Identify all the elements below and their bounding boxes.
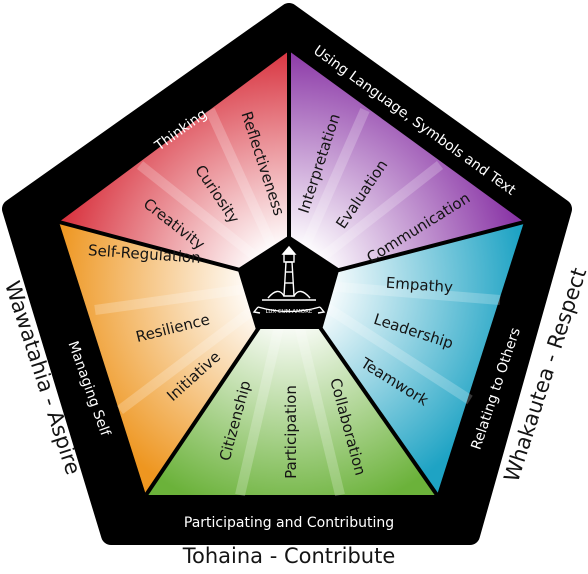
lighthouse-crest-icon: [252, 245, 326, 314]
segment-thinking: [59, 51, 289, 283]
center-motto: LUX CUM AMORE: [266, 309, 313, 315]
segment-relating: [289, 222, 524, 495]
value-contribute: Tohaina - Contribute: [182, 544, 396, 568]
segment-contributing: [146, 283, 437, 495]
item-empathy: Empathy: [385, 274, 453, 297]
segment-managing: [59, 222, 289, 495]
category-contributing: Participating and Contributing: [184, 515, 394, 531]
segment-language: [289, 51, 524, 283]
item-participation: Participation: [282, 385, 300, 479]
